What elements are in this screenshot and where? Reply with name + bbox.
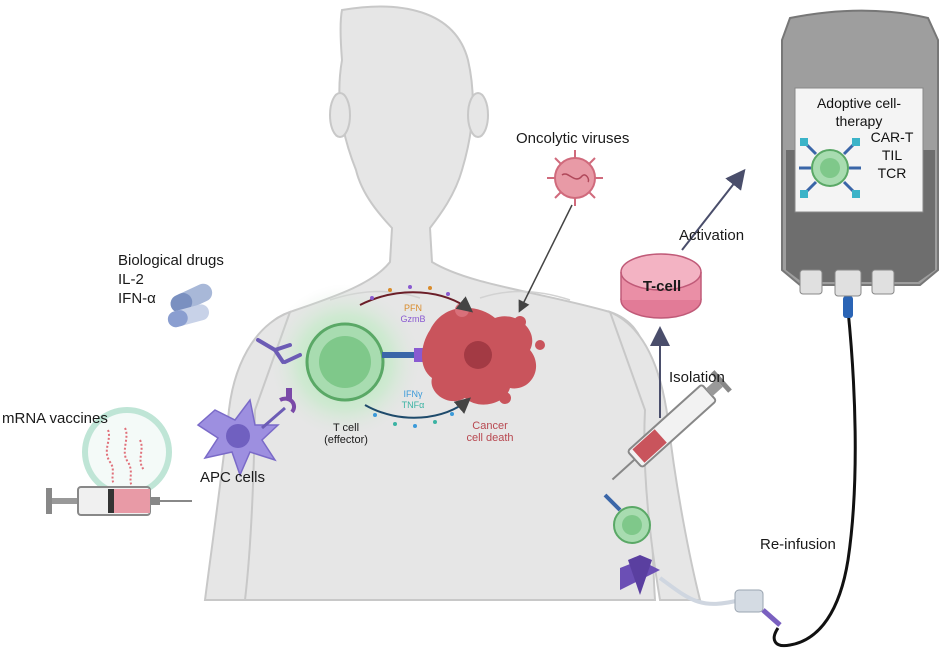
cell-death-label: cell death <box>466 432 514 444</box>
bag-item-car-t: CAR-T <box>870 129 914 145</box>
t-cell-label: T cell <box>332 422 360 434</box>
apc-cell-graphic <box>196 388 297 478</box>
oncolytic-label: Oncolytic viruses <box>516 130 630 147</box>
activation-label: Activation <box>679 227 745 244</box>
t-cell-dish-label: T-cell <box>642 278 682 295</box>
adoptive-title-line1: Adoptive cell- <box>816 95 902 111</box>
antibody-icon <box>256 338 302 364</box>
pill-icon <box>167 283 213 328</box>
apc-cells-label: APC cells <box>200 469 266 486</box>
cancer-label: Cancer <box>472 420 508 432</box>
effector-label: (effector) <box>324 434 368 446</box>
virus-icon <box>547 150 603 206</box>
il2-label: IL-2 <box>118 271 144 288</box>
blood-syringe-icon <box>611 370 732 481</box>
ifn-alpha-label: IFN-α <box>118 290 156 307</box>
tcr-receptor-icon <box>382 348 424 362</box>
pfn-gzmb-arrow <box>359 291 474 313</box>
cytokine-dots <box>370 285 454 428</box>
cancer-cell-graphic <box>422 303 545 405</box>
tnfa-label: TNFα <box>401 400 425 410</box>
t-cell-effector-graphic <box>267 284 423 440</box>
line-connector <box>843 296 853 318</box>
biological-drugs-label: Biological drugs <box>118 252 224 269</box>
catheter-icon <box>620 555 782 627</box>
reinfusion-label: Re-infusion <box>760 536 836 553</box>
arm-cell-graphic <box>603 493 651 544</box>
bag-item-til: TIL <box>881 147 903 163</box>
ifn-tnf-arrow <box>364 397 472 419</box>
virus-arrow <box>518 204 573 313</box>
gzmb-label: GzmB <box>400 314 426 324</box>
isolation-label: Isolation <box>669 369 725 386</box>
pfn-label: PFN <box>404 303 422 313</box>
activation-arrow <box>681 168 746 251</box>
mrna-vaccines-label: mRNA vaccines <box>2 410 108 427</box>
adoptive-title-line2: therapy <box>835 113 883 129</box>
infusion-line <box>772 309 857 648</box>
ifny-label: IFNγ <box>403 389 423 399</box>
bag-item-tcr: TCR <box>877 165 907 181</box>
petri-dish-icon <box>620 253 702 319</box>
car-t-cell-icon <box>799 138 861 198</box>
syringe-icon <box>46 486 192 516</box>
